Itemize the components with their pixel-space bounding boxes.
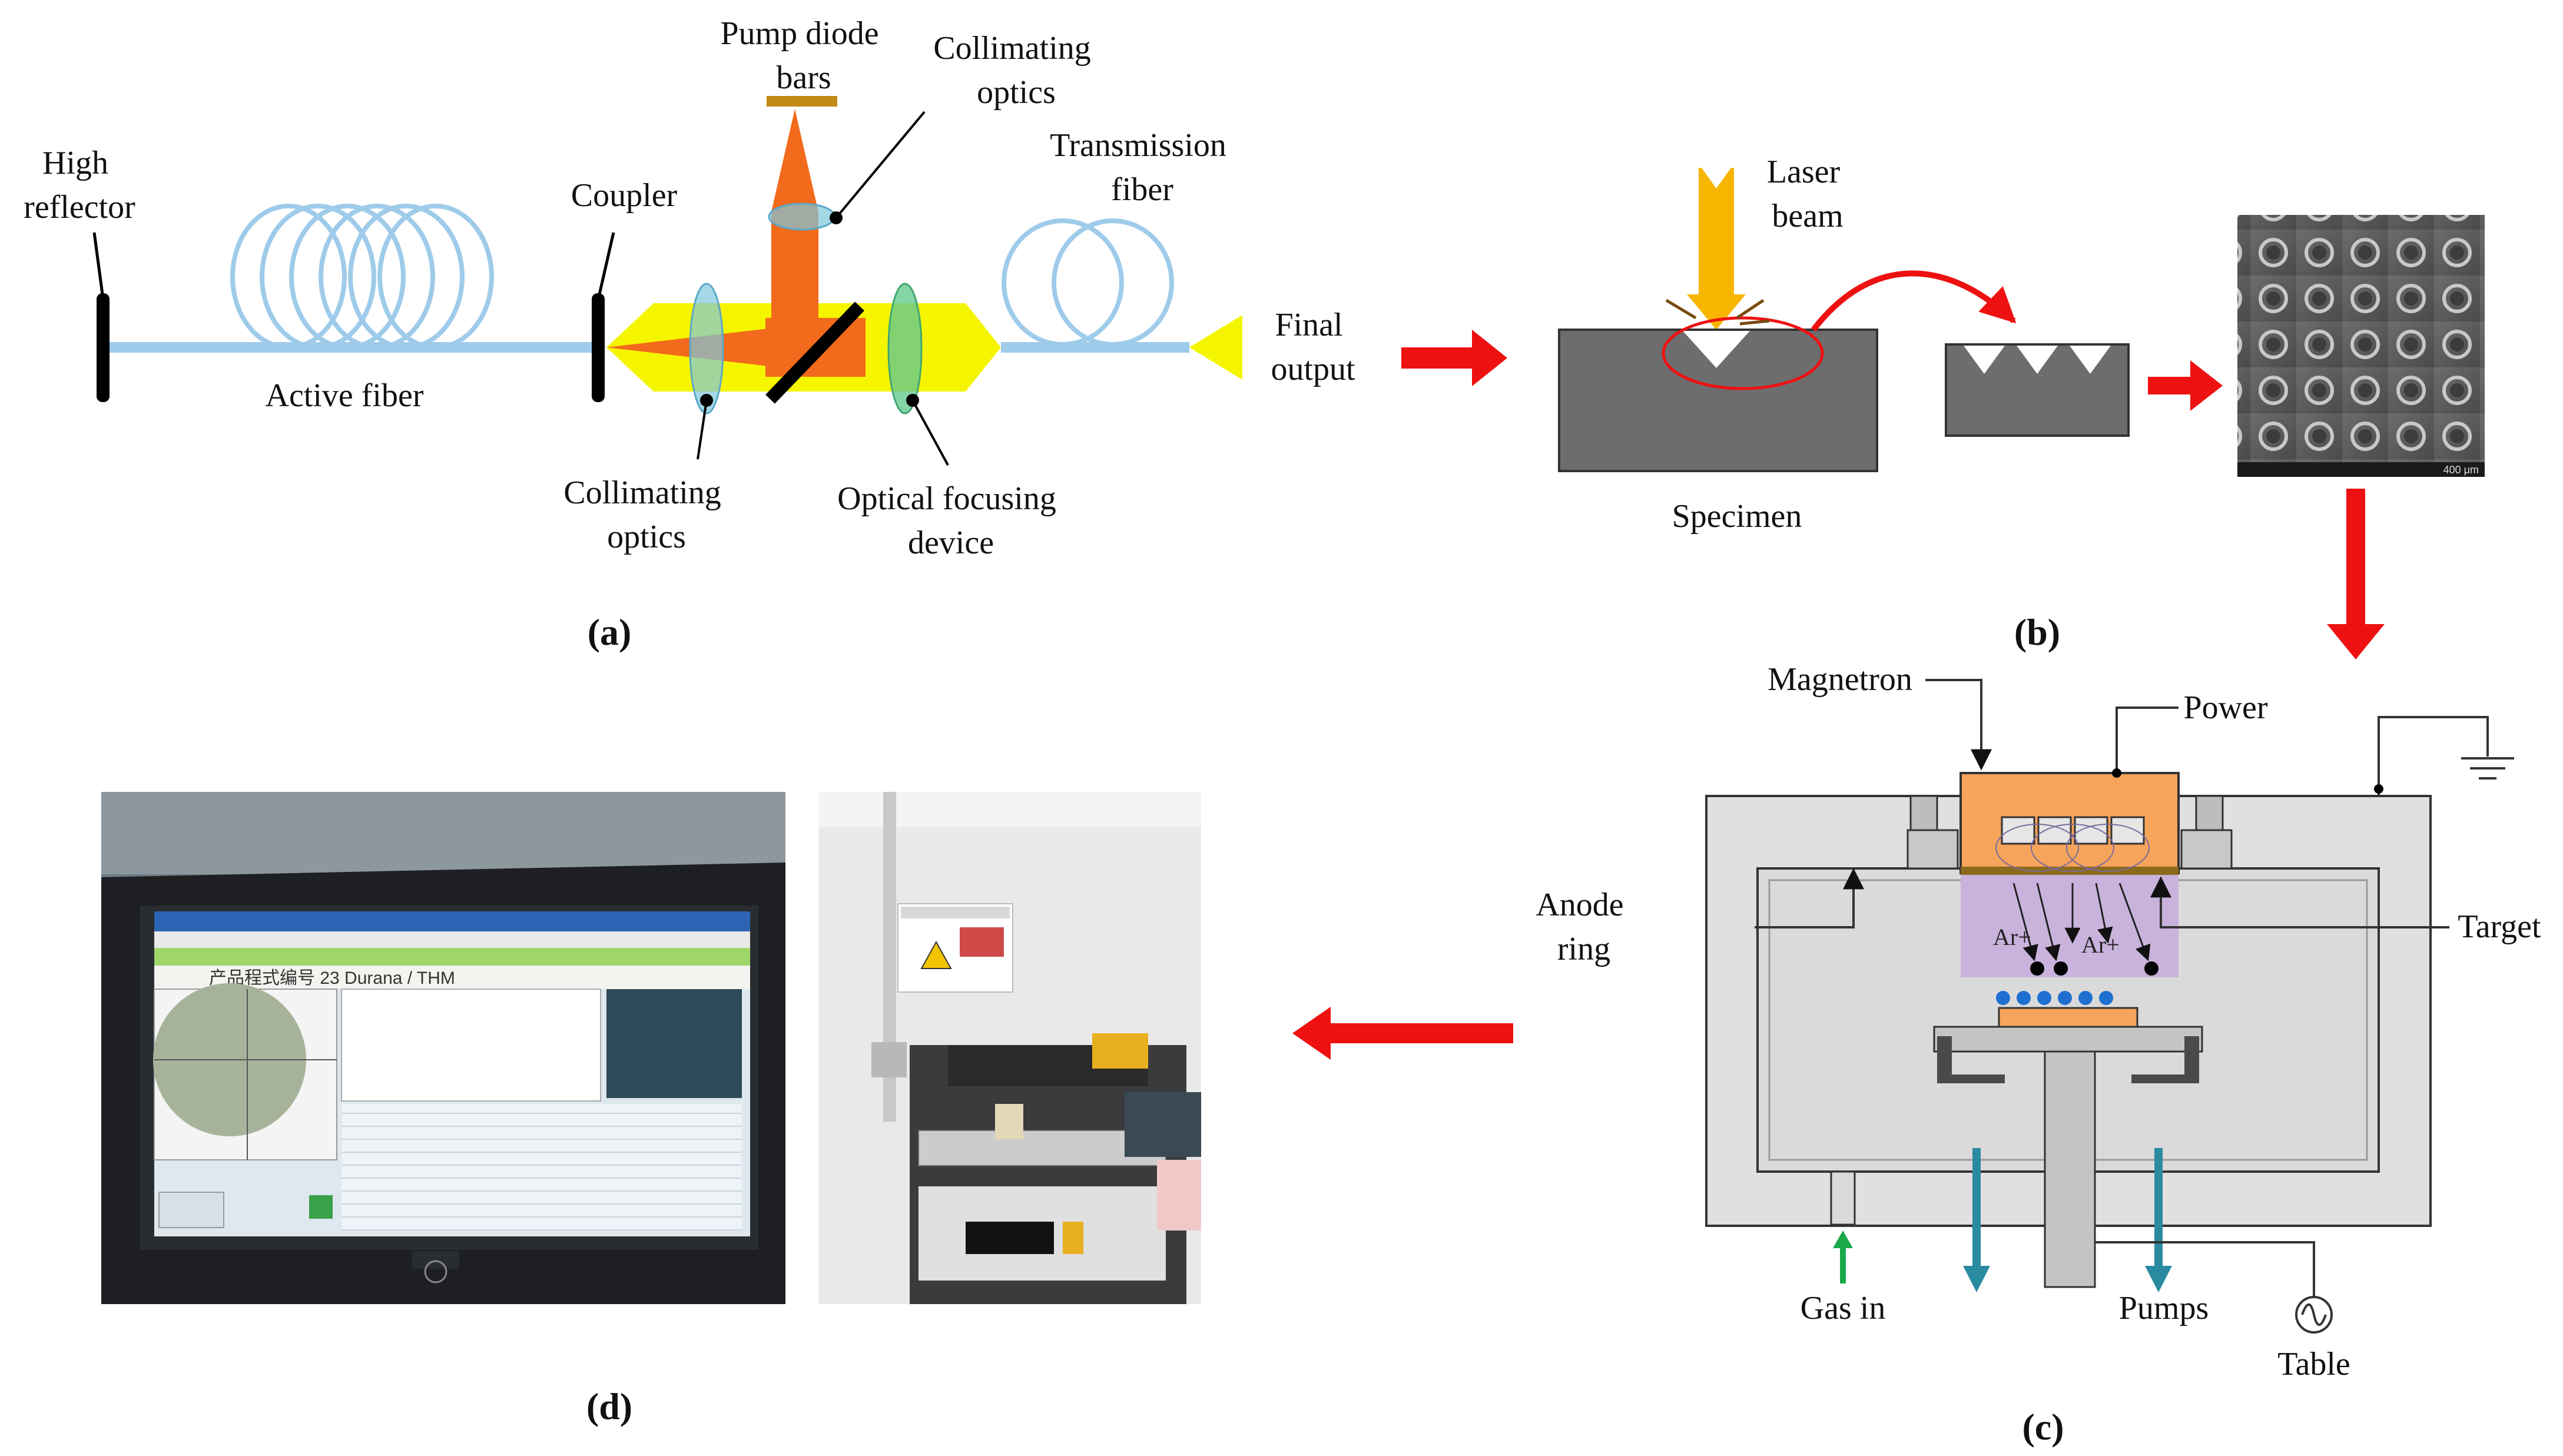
optical-focusing-device-label: Optical focusing device	[837, 480, 1065, 561]
focus-ellipse	[1662, 316, 1824, 390]
pump-diode-bars-label: Pump diode bars	[720, 15, 887, 96]
laser-beam-label: Laser beam	[1767, 154, 1848, 234]
sputtered-atoms	[1996, 991, 2113, 1005]
magnet-array	[2001, 816, 2145, 845]
pump-arrow-right	[2145, 1148, 2172, 1292]
panel-d-photos: 产品程式编号 23 Durana / THM	[101, 792, 1201, 1427]
transmission-fiber-coils	[1002, 218, 1174, 347]
monitor-photo: 产品程式编号 23 Durana / THM	[101, 792, 785, 1304]
substrate	[1998, 1007, 2138, 1028]
transmission-fiber-label: Transmission fiber	[1050, 127, 1235, 208]
sem-scale-text: 400 μm	[2443, 464, 2479, 476]
pumps-label: Pumps	[2119, 1290, 2209, 1326]
panel-b-laser-texturing: 400 μm Laser beam Specimen (b)	[1558, 154, 2485, 653]
flow-arrow-a-to-b	[1401, 330, 1507, 386]
gas-inlet	[1830, 1170, 1856, 1226]
panel-c-caption: (c)	[2022, 1406, 2064, 1448]
target-label: Target	[2458, 908, 2541, 945]
collimating-lens-left	[689, 283, 724, 414]
laser-beam	[1687, 168, 1746, 330]
orange-beam-vertical	[771, 212, 818, 336]
hardness-tester-photo	[818, 792, 1201, 1304]
sem-image	[2237, 215, 2485, 477]
high-reflector-bar	[97, 293, 110, 402]
pump-diode-bar	[767, 96, 837, 107]
screen-title: 产品程式编号 23 Durana / THM	[209, 969, 455, 988]
active-fiber-coils	[230, 204, 494, 350]
hp-logo	[424, 1260, 447, 1283]
magnetron-label: Magnetron	[1768, 661, 1912, 698]
panel-b-caption: (b)	[2014, 611, 2060, 653]
collimating-optics-bottom-label: Collimating optics	[563, 475, 730, 555]
power-label: Power	[2183, 689, 2267, 726]
coupler-label: Coupler	[571, 177, 678, 214]
argon-ion-label-2: Ar+	[2081, 931, 2120, 958]
panel-d-caption: (d)	[586, 1385, 632, 1427]
focusing-lens	[887, 283, 923, 414]
table-platform	[1933, 1026, 2203, 1053]
collimating-lens-top	[768, 203, 836, 231]
table-label: Table	[2277, 1346, 2350, 1382]
ground-icon	[2461, 757, 2514, 780]
flow-arrow-b-to-c	[2327, 489, 2385, 659]
gas-in-arrow	[1833, 1231, 1853, 1283]
panel-a-caption: (a)	[588, 611, 632, 653]
output-cone	[1189, 315, 1242, 380]
panel-c-magnetron-sputtering: Ar+ Ar+	[1536, 661, 2541, 1448]
table-shaft	[2044, 1050, 2096, 1288]
specimen-label: Specimen	[1672, 498, 1802, 535]
high-reflector-label: High reflector	[24, 145, 135, 225]
argon-ion-label-1: Ar+	[1993, 924, 2031, 950]
coupler-bar	[592, 293, 605, 402]
collimating-optics-top-label: Collimating optics	[933, 30, 1099, 111]
panel-a-fiber-laser: High reflector Active fiber Coupler Pump…	[24, 15, 1355, 653]
pump-arrow-left	[1963, 1148, 1990, 1292]
active-fiber-label: Active fiber	[266, 377, 424, 414]
dichroic-mirror	[765, 301, 864, 404]
flow-arrow-to-sem	[2148, 360, 2223, 411]
gas-in-label: Gas in	[1801, 1290, 1886, 1326]
final-output-label: Final output	[1271, 307, 1355, 387]
zoom-arrow	[1811, 270, 2017, 332]
anode-ring-label: Anode ring	[1536, 887, 1632, 967]
flow-arrow-c-to-d	[1292, 1007, 1513, 1060]
